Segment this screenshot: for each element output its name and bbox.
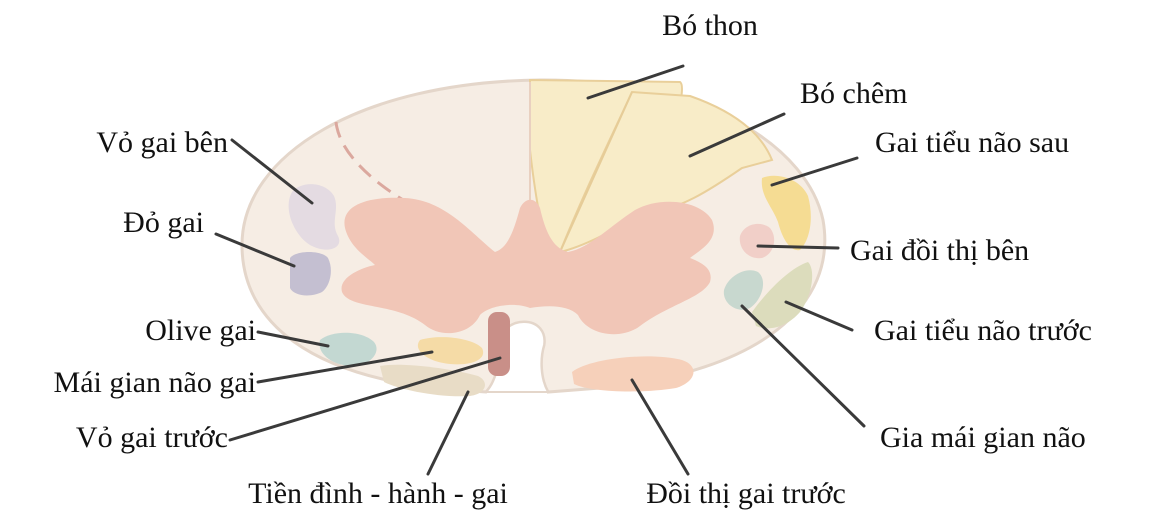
- label-fasciculus-gracilis: Bó thon: [662, 9, 758, 42]
- leader-anterior-spinothalamic: [632, 380, 688, 474]
- label-fasciculus-cuneatus: Bó chêm: [800, 77, 907, 110]
- leader-spinotectal: [742, 306, 864, 426]
- anterior-corticospinal-tract: [488, 312, 510, 376]
- label-anterior-corticospinal: Vỏ gai trước: [76, 421, 228, 454]
- rubrospinal-tract: [290, 252, 331, 295]
- leader-vestibulospinal: [428, 392, 468, 474]
- label-spinotectal: Gia mái gian não: [880, 421, 1086, 454]
- label-anterior-spinothalamic: Đồi thị gai trước: [646, 477, 846, 510]
- label-olivospinal: Olive gai: [145, 314, 256, 347]
- label-lateral-corticospinal: Vỏ gai bên: [96, 126, 228, 159]
- label-vestibulospinal: Tiền đình - hành - gai: [248, 477, 508, 510]
- label-rubrospinal: Đỏ gai: [123, 206, 204, 239]
- label-posterior-spinocerebellar: Gai tiểu não sau: [875, 126, 1069, 159]
- label-anterior-spinocerebellar: Gai tiểu não trước: [874, 314, 1092, 347]
- leader-lateral-spinothalamic: [758, 246, 838, 248]
- label-tectospinal: Mái gian não gai: [54, 366, 256, 399]
- label-lateral-spinothalamic: Gai đồi thị bên: [850, 234, 1029, 267]
